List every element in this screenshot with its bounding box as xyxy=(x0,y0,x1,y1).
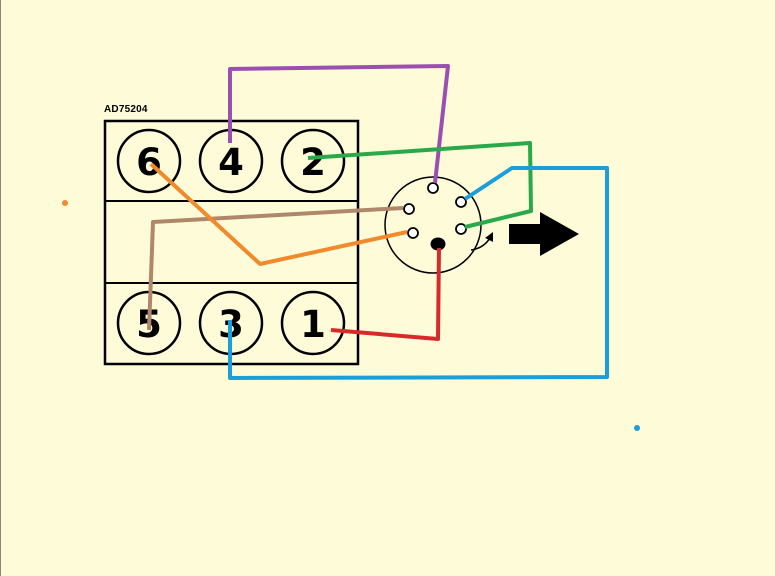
wire-brown xyxy=(147,206,404,331)
cylinder-2-label: 2 xyxy=(300,141,326,184)
wire-blue xyxy=(228,166,609,380)
curved-arrow-icon xyxy=(470,231,494,251)
distributor-cap xyxy=(384,176,482,274)
cap-terminal-top xyxy=(427,182,439,194)
cylinder-4-label: 4 xyxy=(218,141,244,184)
cap-terminal-lower-right xyxy=(455,223,467,235)
right-arrow-icon xyxy=(509,212,579,256)
cylinder-6-label: 6 xyxy=(136,141,162,184)
wire-green xyxy=(307,141,533,229)
cylinder-2: 2 xyxy=(280,128,346,194)
diagram-code-label: AD75204 xyxy=(104,104,148,115)
cap-terminal-upper-right xyxy=(455,196,467,208)
cap-terminal-upper-left xyxy=(403,203,415,215)
wire-red xyxy=(330,247,441,341)
blue-dot xyxy=(634,425,640,431)
wire-purple xyxy=(228,64,450,184)
wire-orange xyxy=(149,162,408,266)
orange-dot xyxy=(62,200,68,206)
cylinder-1: 1 xyxy=(280,290,346,356)
cylinder-4: 4 xyxy=(198,128,264,194)
cylinder-1-label: 1 xyxy=(300,303,326,346)
cap-terminal-lower-left xyxy=(407,227,419,239)
